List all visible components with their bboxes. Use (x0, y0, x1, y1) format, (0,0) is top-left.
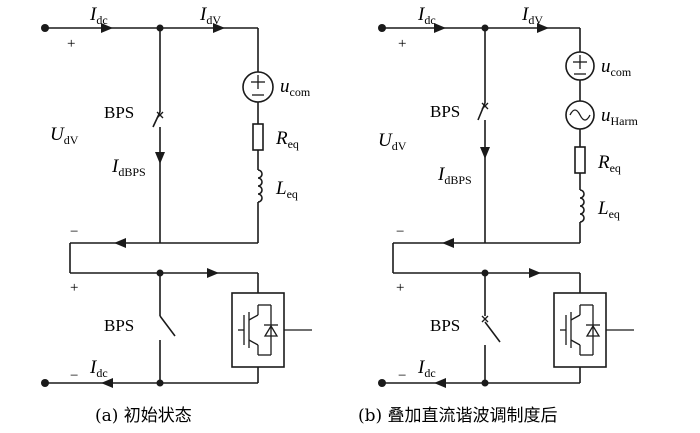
load-branch (242, 28, 274, 243)
label-u-harm: uHarm (601, 105, 638, 128)
arrow-i-dbps (155, 152, 165, 164)
arrow-i-dc-top (101, 23, 113, 33)
load-branch (565, 28, 595, 243)
label-bps-top: BPS (104, 103, 134, 122)
arrow-i-dv (537, 23, 549, 33)
label-plus-top: + (67, 36, 75, 52)
caption-a: (a) 初始状态 (95, 406, 192, 426)
arrow-i-dc-bottom (434, 378, 446, 388)
resistor-r-eq (252, 123, 264, 151)
bps-branch-top (152, 28, 165, 243)
label-i-dv: IdV (199, 4, 221, 27)
label-u-dv: UdV (378, 130, 407, 153)
arrow-i-dbps (480, 147, 490, 159)
label-bps-bottom: BPS (104, 316, 134, 335)
label-minus-bottom: − (70, 368, 78, 384)
label-r-eq: Req (275, 128, 299, 151)
label-plus-mid: + (396, 280, 404, 296)
label-i-dbps: IdBPS (111, 156, 146, 179)
bottom-rail (378, 378, 580, 388)
junction-bottom (156, 379, 164, 387)
bps-switch-bottom (159, 273, 176, 383)
igbt-module (231, 292, 312, 383)
bottom-rail (41, 378, 258, 388)
label-minus-mid: − (70, 224, 78, 240)
label-u-com: ucom (601, 56, 632, 79)
label-plus-mid: + (70, 280, 78, 296)
bps-switch-bottom (481, 273, 501, 383)
label-bps-bottom: BPS (430, 316, 460, 335)
label-u-com: ucom (280, 76, 311, 99)
circuit-a: Idc IdV + UdV BPS IdBPS ucom Req Leq − +… (41, 4, 312, 426)
igbt-module (553, 292, 634, 383)
arrow-lower-bus (529, 268, 541, 278)
circuit-b: Idc IdV + UdV BPS IdBPS ucom uHarm Req L… (358, 4, 638, 426)
label-i-dc-top: Idc (89, 4, 108, 27)
middle-bus (69, 238, 259, 293)
label-l-eq: Leq (597, 198, 620, 221)
inductor-l-eq (579, 189, 585, 223)
label-i-dc-top: Idc (417, 4, 436, 27)
label-i-dbps: IdBPS (437, 164, 472, 187)
label-i-dv: IdV (521, 4, 543, 27)
arrow-mid-bus (114, 238, 126, 248)
arrow-lower-bus (207, 268, 219, 278)
label-i-dc-bottom: Idc (89, 357, 108, 380)
top-rail (41, 23, 258, 33)
middle-bus (392, 238, 581, 293)
top-rail (378, 23, 580, 33)
label-minus-bottom: − (398, 368, 406, 384)
label-l-eq: Leq (275, 178, 298, 201)
inductor-l-eq (257, 169, 263, 203)
label-u-dv: UdV (50, 124, 79, 147)
arrow-i-dv (213, 23, 225, 33)
junction-bottom (481, 379, 489, 387)
label-i-dc-bottom: Idc (417, 357, 436, 380)
bps-branch-top (477, 28, 490, 243)
caption-b: (b) 叠加直流谐波调制度后 (358, 406, 558, 426)
label-minus-mid: − (396, 224, 404, 240)
label-bps-top: BPS (430, 102, 460, 121)
arrow-i-dc-top (434, 23, 446, 33)
label-r-eq: Req (597, 152, 621, 175)
arrow-i-dc-bottom (101, 378, 113, 388)
label-plus-top: + (398, 36, 406, 52)
resistor-r-eq (574, 146, 586, 174)
arrow-mid-bus (442, 238, 454, 248)
